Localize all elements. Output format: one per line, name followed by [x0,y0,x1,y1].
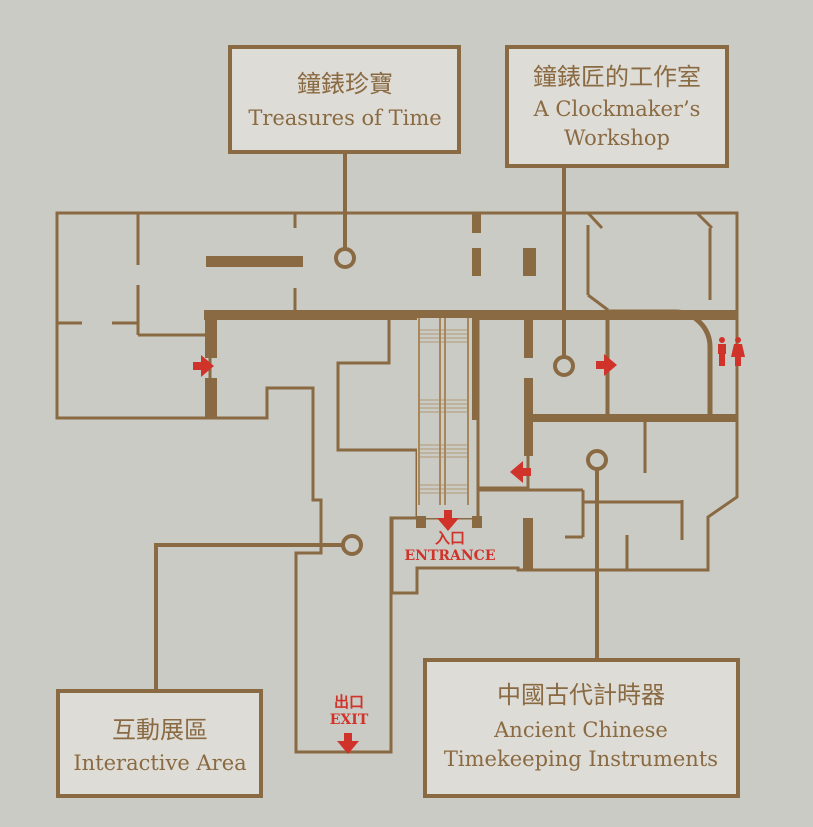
arrow-icon [596,354,617,376]
entrance-label-zh: 入口 [435,529,465,547]
treasures-title-zh: 鐘錶珍寶 [297,70,393,98]
label-box-ancient[interactable]: 中國古代計時器 Ancient Chinese Timekeeping Inst… [423,658,740,798]
zone-workshop[interactable] [470,316,737,490]
escalator-icon [416,318,482,528]
label-box-treasures[interactable]: 鐘錶珍寶 Treasures of Time [228,45,461,154]
arrow-icon [510,461,531,483]
zone-interactive[interactable] [205,316,419,754]
workshop-title-en-1: A Clockmaker’s [533,97,701,121]
workshop-title-en-2: Workshop [564,126,670,150]
label-box-interactive[interactable]: 互動展區 Interactive Area [56,689,263,798]
pin-ancient[interactable] [586,449,608,660]
location-pin-icon [341,534,363,556]
location-pin-icon [553,355,575,377]
zone-treasures[interactable] [55,211,739,420]
workshop-title-zh: 鐘錶匠的工作室 [533,63,701,91]
exit-label-zh: 出口 [334,693,364,711]
interactive-title-en: Interactive Area [73,751,246,775]
interactive-title-zh: 互動展區 [112,716,208,744]
restroom-icon [718,337,745,366]
arrow-icon [337,733,359,754]
location-pin-icon [334,247,356,269]
ancient-title-zh: 中國古代計時器 [497,681,665,709]
label-box-workshop[interactable]: 鐘錶匠的工作室 A Clockmaker’s Workshop [505,45,729,168]
ancient-title-en-1: Ancient Chinese [493,718,668,742]
pin-treasures[interactable] [334,152,356,269]
arrow-icon [437,510,459,531]
arrow-icon [193,355,214,377]
exit-label-en: EXIT [330,712,369,728]
pin-interactive[interactable] [154,534,363,691]
location-pin-icon [586,449,608,471]
zone-ancient[interactable] [390,418,739,595]
entrance-label-en: ENTRANCE [405,548,496,564]
treasures-title-en: Treasures of Time [248,106,441,130]
ancient-title-en-2: Timekeeping Instruments [444,747,718,771]
pin-workshop[interactable] [553,166,575,377]
